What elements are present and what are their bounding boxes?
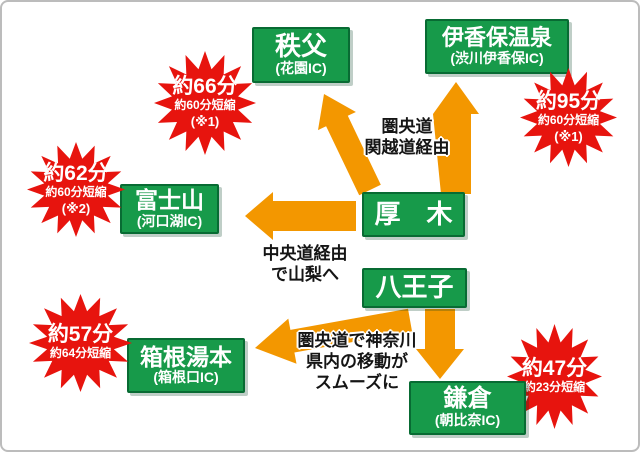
badge-saving: 約23分短縮 (523, 379, 586, 394)
node-hachioji: 八王子 (362, 268, 467, 308)
node-ic-label: (朝比奈IC) (434, 412, 501, 429)
badge-saving: 約60分短縮 (45, 184, 107, 199)
node-kamakura: 鎌倉 (朝比奈IC) (409, 381, 526, 435)
node-ic-label: (花園IC) (275, 60, 327, 77)
node-ic-label: (箱根口IC) (153, 369, 219, 386)
annotation-line: 関越道経由 (364, 138, 450, 158)
annotation-line: 圏央道 (381, 117, 433, 136)
badge-saving: 約64分短縮 (49, 346, 112, 361)
node-title: 箱根湯本 (140, 343, 232, 370)
badge-time-to-chichibu: 約66分 約60分短縮 (※1) (154, 51, 256, 155)
node-ikaho-onsen: 伊香保温泉 (渋川伊香保IC) (425, 19, 569, 74)
annotation-line: 中央道経由 (262, 244, 348, 263)
node-title: 秩父 (274, 31, 327, 62)
annotation-line: で山梨へ (271, 265, 339, 285)
node-ic-label: (河口湖IC) (136, 212, 203, 229)
node-title: 富士山 (135, 187, 204, 213)
badge-time: 約95分 (535, 89, 602, 113)
node-title: 八王子 (375, 272, 454, 303)
arrow-atsugi-to-ikaho (433, 82, 479, 194)
annotation-kanagawa-smooth: 圏央道で神奈川 県内の移動が スムーズに (274, 330, 440, 393)
node-mt-fuji: 富士山 (河口湖IC) (120, 184, 219, 234)
annotation-line: スムーズに (314, 373, 400, 393)
node-chichibu: 秩父 (花園IC) (252, 27, 350, 83)
node-atsugi: 厚 木 (362, 192, 465, 237)
badge-time-to-fuji: 約62分 約60分短縮 (※2) (27, 142, 125, 237)
node-title: 厚 木 (374, 198, 453, 229)
annotation-via-chuo-expressway: 中央道経由 で山梨へ (230, 243, 380, 285)
badge-time-to-hakone: 約57分 約64分短縮 (29, 294, 132, 392)
arrow-hachioji-to-kamakura (416, 309, 464, 379)
node-ic-label: (渋川伊香保IC) (450, 49, 544, 66)
node-title: 鎌倉 (443, 385, 492, 413)
badge-time: 約47分 (521, 356, 588, 380)
annotation-line: 県内の移動が (306, 352, 408, 372)
badge-saving: 約60分短縮 (174, 98, 236, 113)
badge-time-to-ikaho: 約95分 約60分短縮 (※1) (520, 68, 617, 167)
arrow-hachioji-to-hakone (255, 308, 412, 364)
arrow-atsugi-to-fuji (245, 192, 356, 240)
badge-note: (※2) (61, 200, 91, 216)
badge-note: (※1) (554, 128, 583, 144)
arrow-atsugi-to-chichibu (318, 94, 381, 196)
badge-note: (※1) (190, 114, 220, 130)
badge-saving: 約60分短縮 (537, 112, 600, 127)
node-hakone-yumoto: 箱根湯本 (箱根口IC) (127, 338, 245, 393)
annotation-line: 圏央道で神奈川 (297, 331, 417, 350)
badge-time: 約62分 (43, 161, 109, 185)
badge-time: 約66分 (172, 75, 238, 99)
node-title: 伊香保温泉 (441, 25, 552, 51)
annotation-via-kenodo-kanetsu: 圏央道 関越道経由 (332, 116, 482, 158)
badge-time: 約57分 (47, 323, 114, 347)
